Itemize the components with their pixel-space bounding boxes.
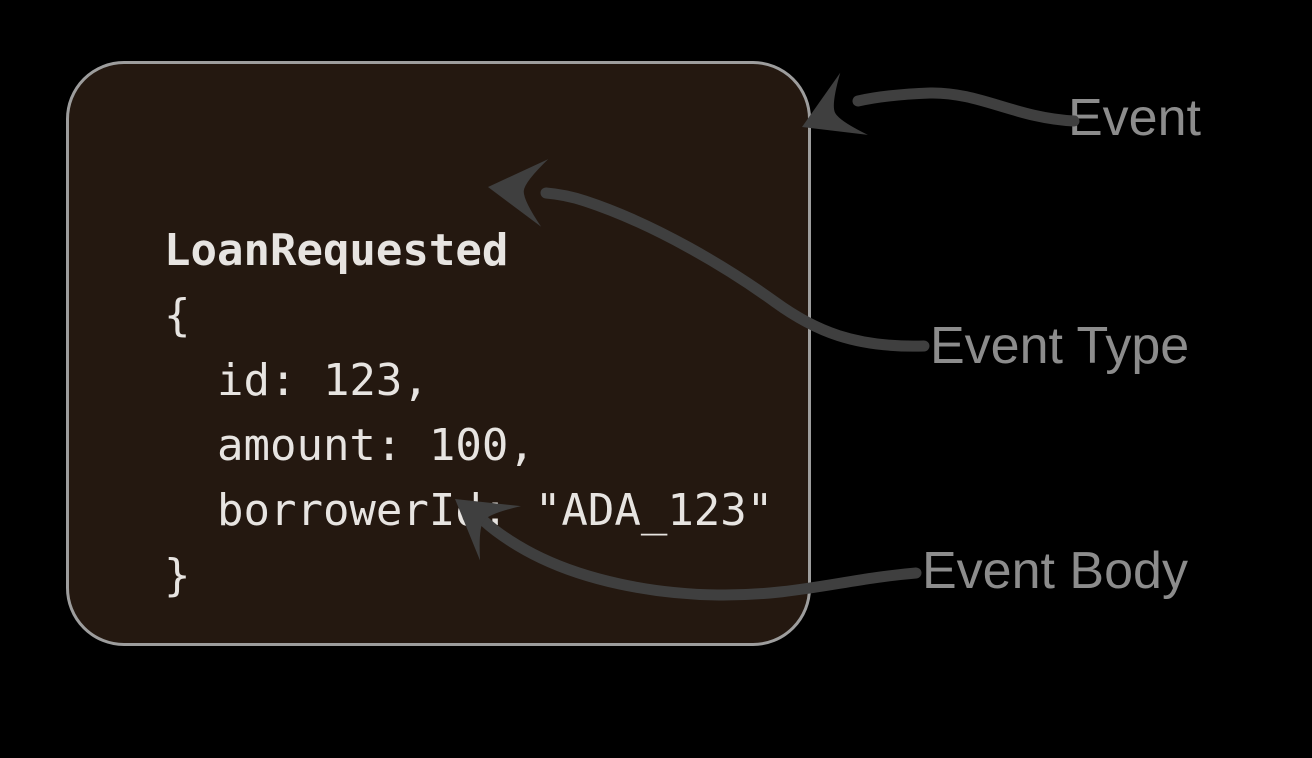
event-body-line: } [164, 550, 191, 601]
event-body-line: amount: 100, [164, 420, 535, 471]
event-type-name: LoanRequested [164, 225, 509, 276]
event-card: LoanRequested { id: 123, amount: 100, bo… [66, 61, 811, 646]
event-code-block: LoanRequested { id: 123, amount: 100, bo… [164, 218, 773, 608]
event-body-line: id: 123, [164, 355, 429, 406]
event-body-line: { [164, 290, 191, 341]
annotation-label-event-type: Event Type [930, 317, 1190, 375]
event-body-line: borrowerId: "ADA_123" [164, 485, 774, 536]
annotation-label-event-body: Event Body [922, 542, 1188, 600]
event-arrow-line [852, 87, 1080, 127]
annotation-label-event: Event [1068, 89, 1201, 147]
event-arrow [802, 72, 1080, 135]
